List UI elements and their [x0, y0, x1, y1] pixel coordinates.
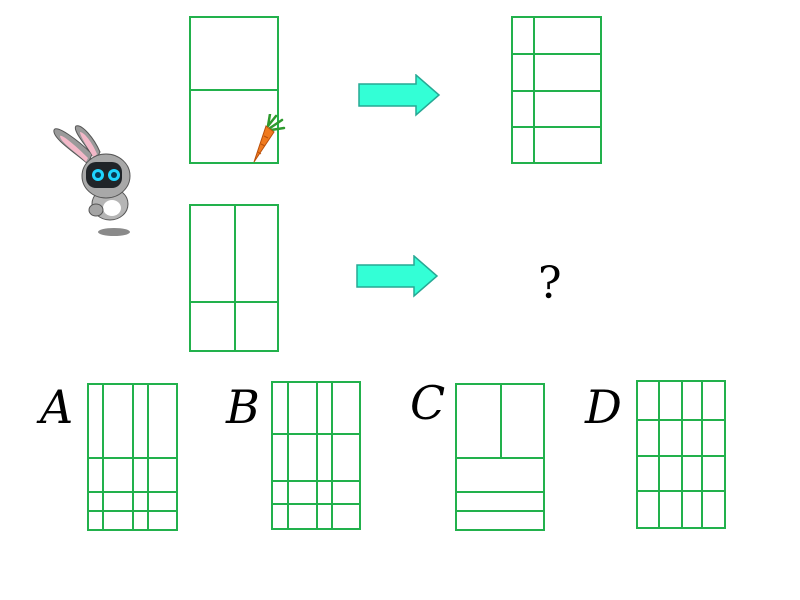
grid-line — [316, 383, 318, 528]
option-label-b[interactable]: B — [226, 380, 260, 434]
grid-line — [287, 383, 289, 528]
grid-line — [89, 491, 176, 493]
grid-line — [234, 206, 236, 350]
grid-line — [89, 510, 176, 512]
grid-line — [500, 385, 502, 457]
example-grid-result — [511, 16, 602, 164]
grid-line — [457, 457, 543, 459]
question-mark: ? — [538, 258, 562, 309]
grid-line — [89, 457, 176, 459]
grid-line — [457, 491, 543, 493]
option-label-d[interactable]: D — [585, 380, 622, 434]
grid-line — [681, 382, 683, 527]
option-grid-b[interactable] — [271, 381, 361, 530]
grid-line — [513, 90, 600, 92]
grid-line — [273, 480, 359, 482]
grid-line — [191, 301, 277, 303]
grid-line — [273, 503, 359, 505]
option-label-c[interactable]: C — [410, 376, 446, 430]
grid-line — [701, 382, 703, 527]
example-grid-original — [189, 16, 279, 164]
grid-line — [513, 53, 600, 55]
question-grid — [189, 204, 279, 352]
grid-line — [273, 433, 359, 435]
grid-line — [638, 455, 724, 457]
right-arrow-icon — [356, 255, 439, 298]
grid-line — [638, 419, 724, 421]
option-label-a[interactable]: A — [40, 380, 74, 434]
right-arrow-icon — [358, 74, 441, 117]
option-grid-d[interactable] — [636, 380, 726, 529]
grid-line — [331, 383, 333, 528]
grid-line — [513, 126, 600, 128]
option-grid-a[interactable] — [87, 383, 178, 531]
grid-line — [191, 89, 277, 91]
rabbit-mascot-icon — [53, 125, 131, 236]
grid-line — [638, 490, 724, 492]
carrot-icon — [253, 114, 286, 163]
grid-line — [457, 510, 543, 512]
option-grid-c[interactable] — [455, 383, 545, 531]
grid-line — [658, 382, 660, 527]
